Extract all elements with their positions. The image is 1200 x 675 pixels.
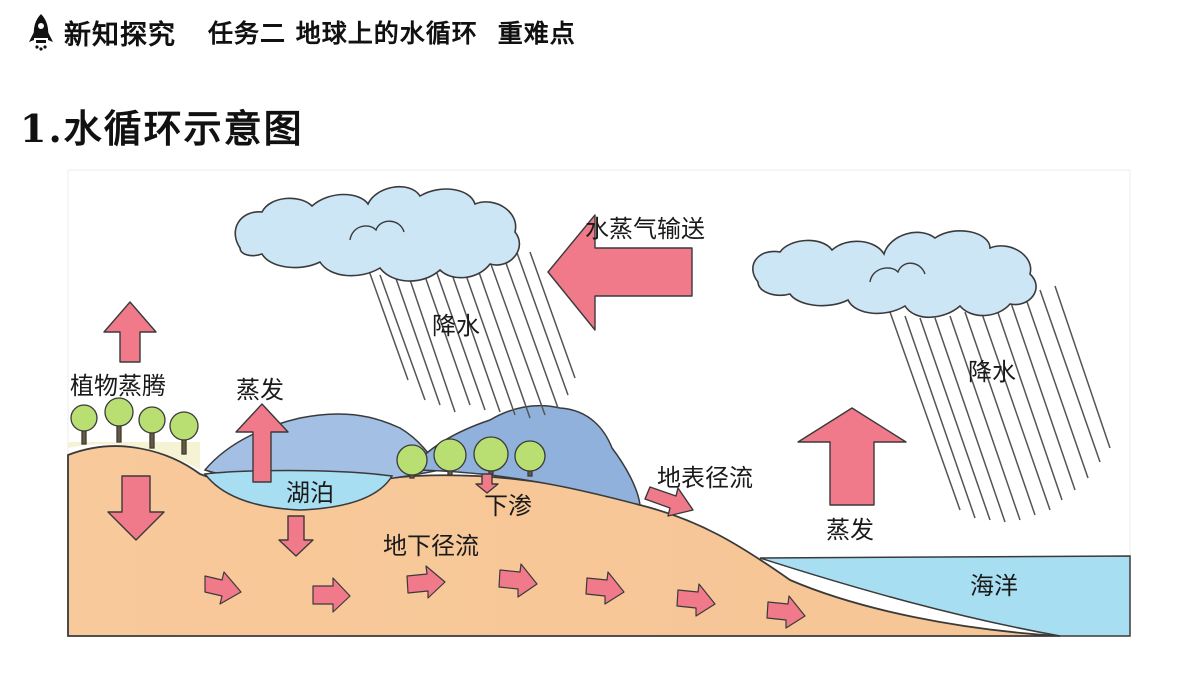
page-title: 1.水循环示意图	[20, 106, 304, 151]
groundwater-arrow-6	[676, 583, 716, 617]
cloud-land	[234, 186, 521, 282]
vapor-transport-arrow	[547, 214, 693, 331]
label-evaporation-sea: 蒸发	[826, 516, 874, 544]
downward-arrow-lake	[278, 515, 314, 557]
infiltration-arrow	[475, 473, 499, 494]
label-surface-runoff: 地表径流	[657, 464, 753, 492]
hill-grass	[68, 442, 200, 470]
evaporation-sea-arrow	[797, 407, 907, 506]
difficulty-badge: 重难点	[497, 19, 576, 48]
rain-land	[367, 249, 576, 419]
label-ocean: 海洋	[970, 572, 1018, 600]
groundwater-arrow-3	[406, 565, 446, 599]
section-title: 新知探究	[64, 19, 176, 51]
groundwater-arrow-4	[498, 563, 538, 598]
groundwater-arrow-2	[312, 577, 351, 613]
evaporation-lake-arrow	[235, 403, 289, 483]
rocket-icon	[29, 14, 53, 51]
label-lake: 湖泊	[286, 479, 334, 507]
cloud-sea-detail	[869, 262, 926, 283]
header: 新知探究 任务二 地球上的水循环 重难点	[26, 10, 576, 54]
label-infiltration: 下渗	[484, 492, 532, 520]
label-precipitation-sea: 降水	[968, 358, 1016, 386]
groundwater-arrow-5	[585, 571, 625, 605]
rain-sea	[889, 285, 1111, 523]
label-groundwater-flow: 地下径流	[383, 532, 479, 560]
label-vapor-transport: 水蒸气输送	[585, 215, 705, 243]
label-evaporation-lake: 蒸发	[236, 376, 284, 404]
downward-arrow-left	[107, 475, 165, 541]
trees-middle	[396, 436, 546, 479]
surface-runoff-arrow	[644, 486, 694, 517]
label-transpiration: 植物蒸腾	[70, 372, 166, 400]
groundwater-arrow-1	[204, 571, 242, 605]
trees-left	[70, 397, 199, 455]
transpiration-arrow	[103, 301, 157, 363]
cloud-land-detail	[349, 220, 405, 241]
lake-water	[203, 469, 394, 511]
cloud-sea	[752, 230, 1037, 318]
label-precipitation-land: 降水	[432, 312, 480, 340]
groundwater-arrow-7	[766, 595, 806, 629]
task-title: 任务二 地球上的水循环	[208, 19, 478, 48]
